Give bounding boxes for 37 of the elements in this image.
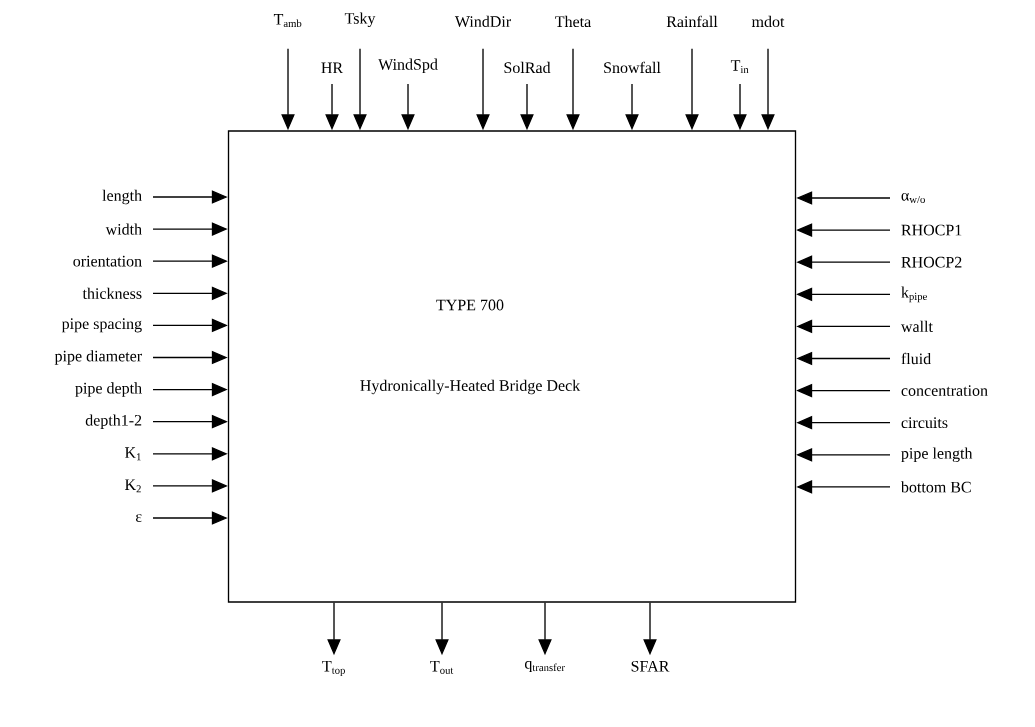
input-label: α$_{w/o}$ (901, 192, 925, 203)
input-label: K$_{1}$ (125, 447, 141, 461)
input-label: WindSpd (378, 58, 438, 74)
input-label: circuits (901, 417, 948, 429)
input-label: T$_{amb}$ (273, 14, 302, 28)
output-label: T$_{top}$ (322, 660, 345, 677)
input-label: pipe spacing (61, 318, 142, 333)
input-label: bottom BC (900, 481, 971, 493)
input-label: HR (321, 62, 344, 74)
output-label: q$_{transfer}$ (524, 660, 565, 673)
input-label: WindDir (454, 15, 511, 28)
input-label: length (102, 189, 142, 205)
input-label: pipe diameter (54, 350, 142, 365)
input-label: mdot (751, 15, 785, 28)
input-label: RHOCP1 (901, 224, 962, 236)
output-label: SFAR (631, 660, 670, 672)
block-box: TYPE 700 Hydronically-Heated Bridge Deck (227, 130, 797, 603)
input-label: ε (136, 514, 142, 522)
input-label: Snowfall (604, 61, 661, 74)
input-label: pipe length (901, 447, 973, 463)
input-label: wallt (900, 320, 933, 332)
input-label: Tsky (344, 12, 376, 28)
input-label: Theta (555, 15, 591, 28)
input-label: Rainfall (666, 15, 718, 28)
input-label: width (105, 223, 142, 235)
input-label: RHOCP2 (901, 256, 962, 268)
input-label: orientation (73, 255, 142, 267)
input-label: thickness (82, 287, 142, 299)
input-label: K$_{2}$ (125, 479, 141, 493)
input-label: concentration (901, 385, 988, 396)
input-label: T$_{in}$ (730, 60, 749, 74)
input-label: SolRad (504, 61, 551, 74)
output-label: T$_{out}$ (430, 660, 454, 674)
input-label: fluid (901, 352, 931, 365)
input-label: k$_{pipe}$ (901, 286, 927, 303)
input-label: depth1-2 (85, 414, 142, 429)
input-label: pipe depth (75, 382, 142, 397)
